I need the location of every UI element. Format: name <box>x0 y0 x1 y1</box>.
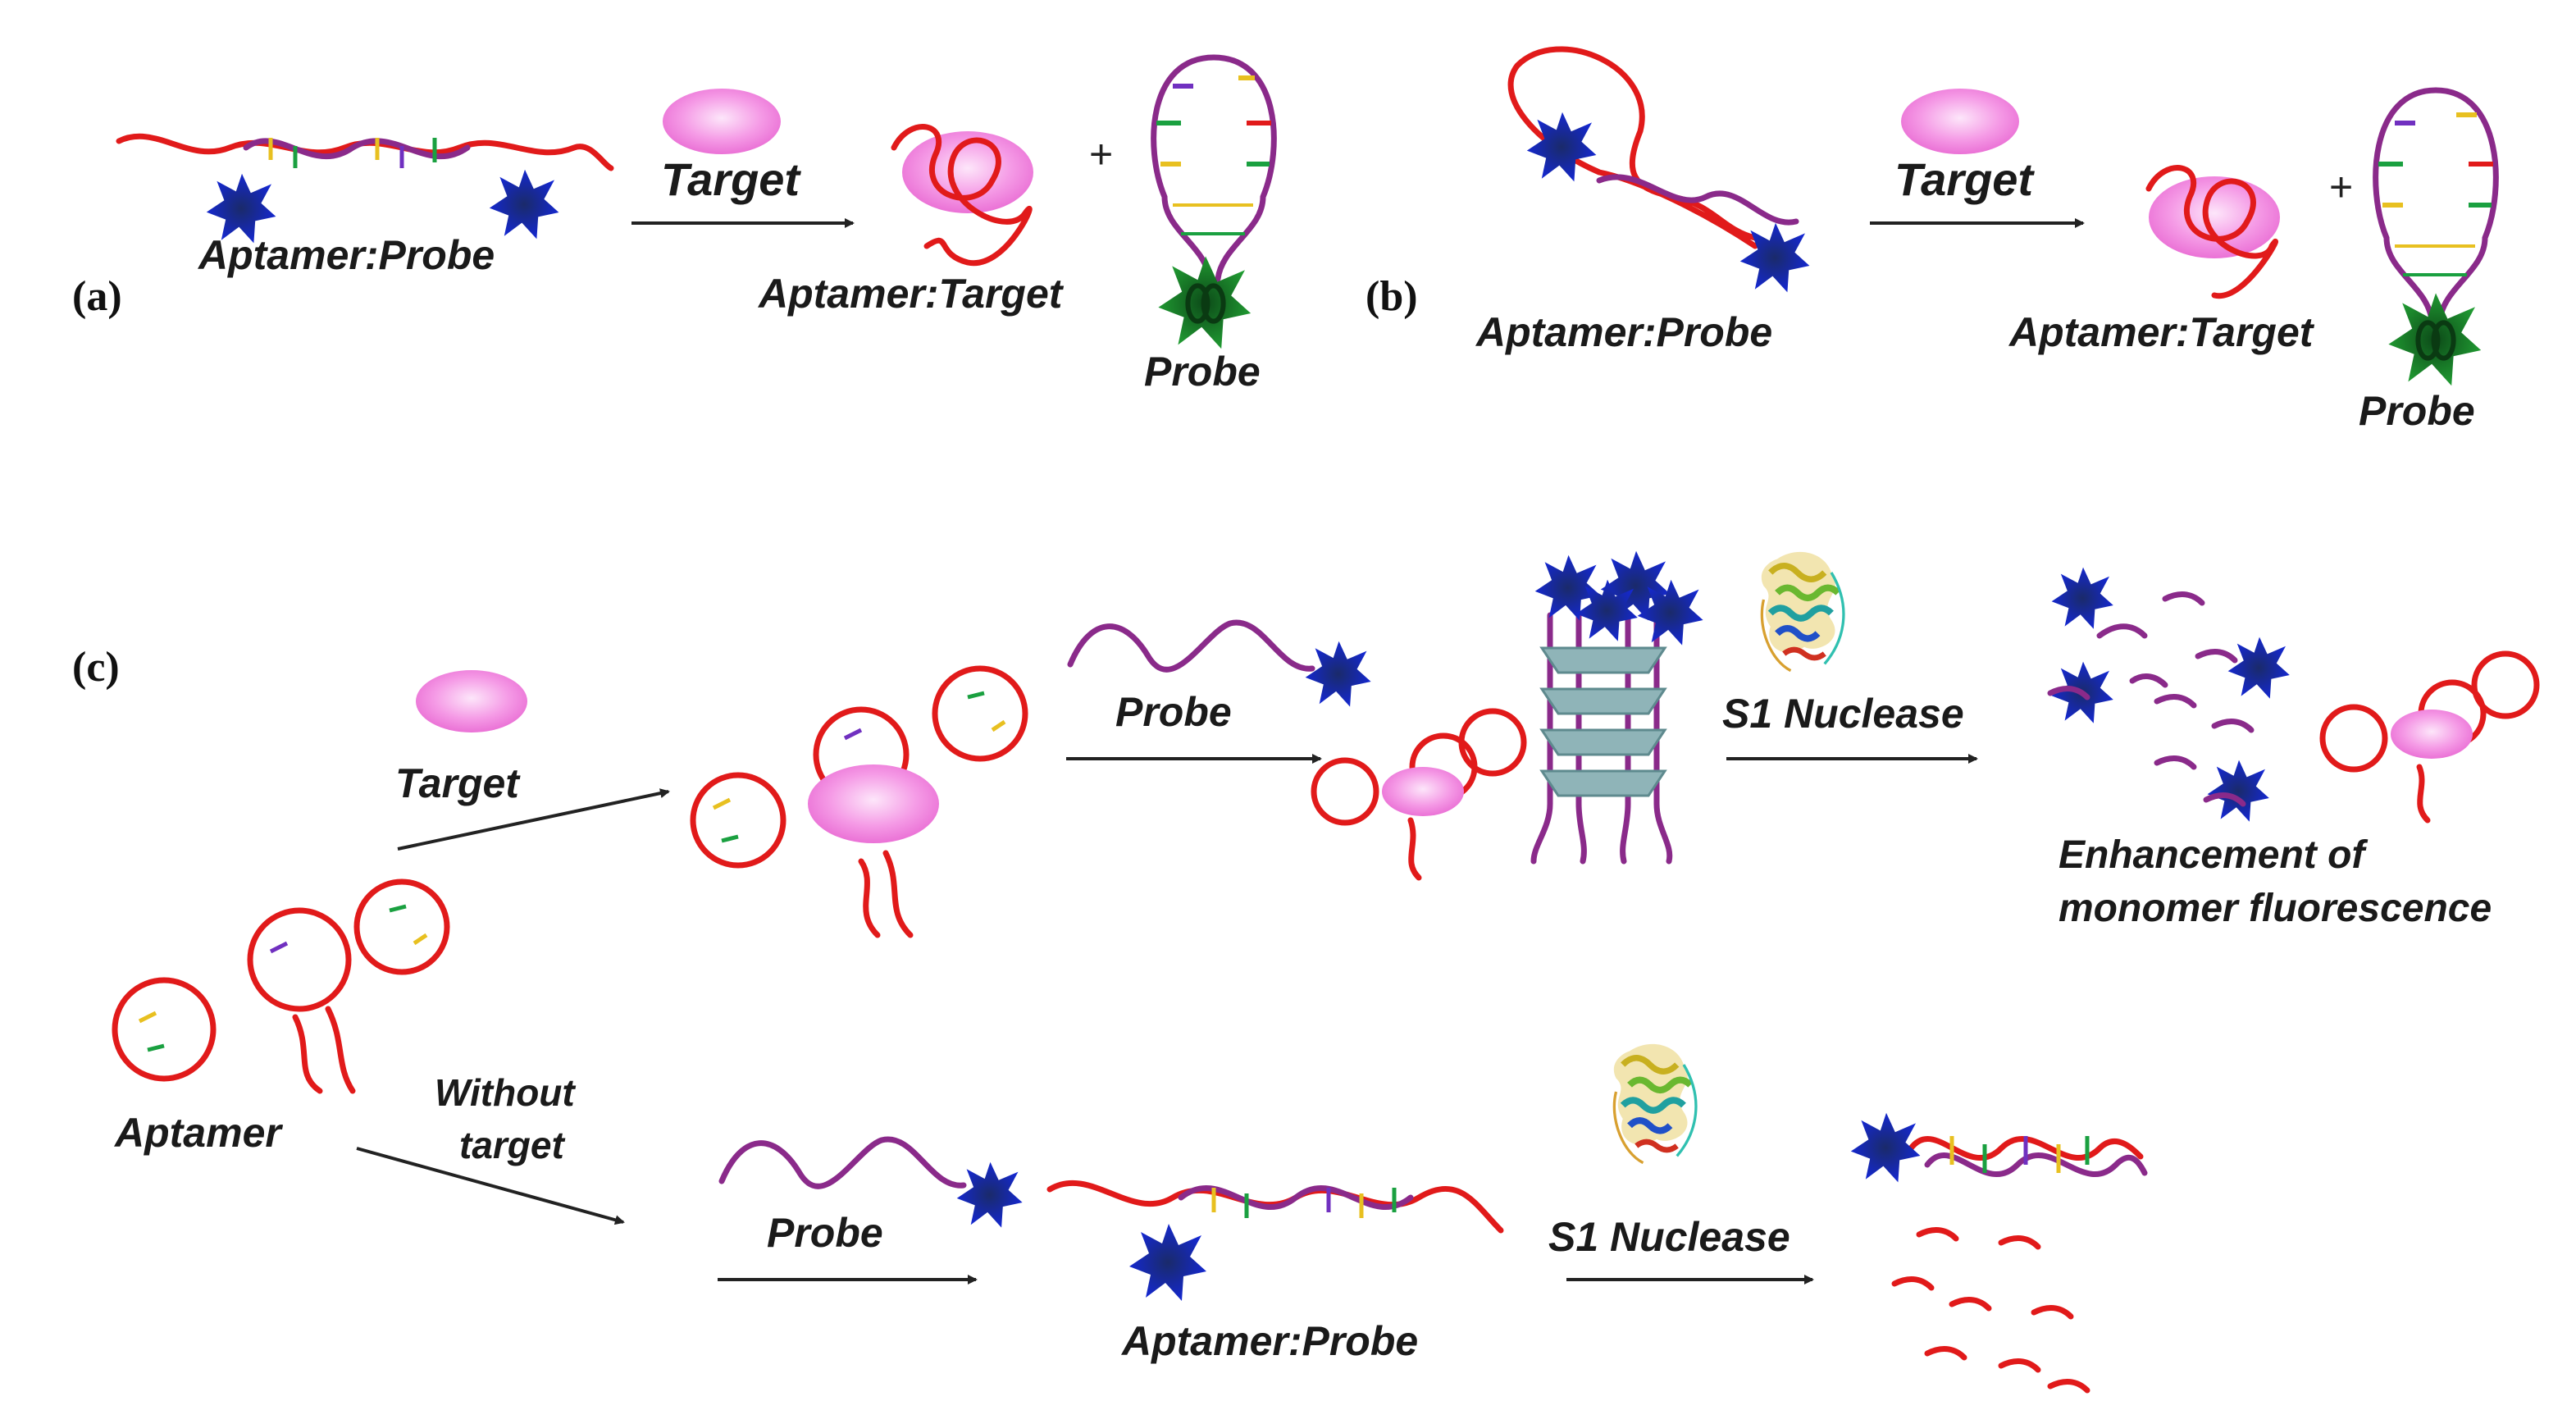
aptamer-target-label: Aptamer:Target <box>757 271 1065 317</box>
blue-star-fluorophore <box>1850 1112 1921 1183</box>
aptamer-probe-label: Aptamer:Probe <box>1120 1318 1418 1364</box>
target-ellipse <box>808 764 939 843</box>
quenched-duplex-and-fragments <box>1850 1112 2148 1394</box>
panel-a-label: (a) <box>72 273 122 320</box>
blue-star-fluorophore <box>2207 760 2269 822</box>
small-aptamer-target-complex <box>1311 708 1527 881</box>
blue-star-fluorophore <box>2051 567 2113 629</box>
without-target-label-line1: Without <box>435 1071 576 1114</box>
target-ellipse <box>1901 89 2019 154</box>
probe-hairpin-a <box>1151 54 1277 349</box>
plus-sign: + <box>1089 131 1113 177</box>
aptamer-target-complex-final <box>2319 650 2540 824</box>
s1-nuclease-protein <box>1614 1044 1696 1163</box>
aptamer-label: Aptamer <box>113 1110 283 1156</box>
digested-fragments-fluorescent <box>2047 567 2290 822</box>
s1-nuclease-protein <box>1762 552 1844 671</box>
aptamer-probe-duplex-a <box>116 133 614 244</box>
free-aptamer <box>112 878 450 1094</box>
without-target-label-line2: target <box>459 1124 565 1166</box>
blue-star-fluorophore <box>956 1161 1023 1228</box>
target-label: Target <box>1894 153 2035 205</box>
panel-c-label: (c) <box>72 644 120 691</box>
green-star-fluorophore <box>2388 293 2481 386</box>
probe-strand-c-bottom <box>718 1136 1023 1228</box>
aptamer-probe-label: Aptamer:Probe <box>197 232 495 278</box>
enhancement-label-line2: monomer fluorescence <box>2059 887 2492 930</box>
aptamer-target-complex-c <box>690 665 1028 938</box>
g-quadruplex <box>1530 550 1703 865</box>
aptamer-target-complex-b <box>2145 165 2280 299</box>
target-label: Target <box>661 153 801 205</box>
target-ellipse <box>2391 710 2473 759</box>
aptamer-probe-loop-b <box>1507 46 1810 293</box>
aptamer-target-label: Aptamer:Target <box>2008 309 2315 355</box>
probe-strand-c-top <box>1067 619 1371 707</box>
blue-star-fluorophore <box>489 169 559 240</box>
green-star-fluorophore <box>1158 256 1251 349</box>
arrow <box>397 788 670 851</box>
probe-label: Probe <box>2359 388 2475 434</box>
blue-star-fluorophore <box>1739 222 1810 293</box>
arrow <box>356 1147 625 1225</box>
target-ellipse <box>663 89 781 154</box>
target-label: Target <box>395 760 521 806</box>
plus-sign: + <box>2329 164 2353 210</box>
enhancement-label-line1: Enhancement of <box>2059 833 2368 877</box>
target-ellipse <box>1382 767 1464 816</box>
blue-star-fluorophore <box>2227 637 2290 699</box>
probe-label: Probe <box>767 1210 883 1256</box>
target-ellipse <box>2149 176 2280 258</box>
blue-star-fluorophore <box>1305 641 1371 707</box>
aptamer-probe-label: Aptamer:Probe <box>1475 309 1772 355</box>
panel-c: (c) Target Probe <box>72 550 2540 1394</box>
panel-a: (a) Aptamer:Probe Target Aptamer:Target … <box>72 54 1277 395</box>
s1-nuclease-label: S1 Nuclease <box>1722 691 1964 737</box>
blue-star-fluorophore <box>1129 1224 1206 1301</box>
aptamer-probe-duplex-c <box>1046 1180 1504 1301</box>
probe-hairpin-b <box>2373 87 2499 386</box>
probe-label: Probe <box>1115 689 1232 735</box>
blue-star-fluorophore <box>1526 112 1597 182</box>
probe-label: Probe <box>1144 349 1261 395</box>
panel-b: (b) Aptamer:Probe Target Aptamer:Target … <box>1366 46 2499 434</box>
s1-nuclease-label: S1 Nuclease <box>1548 1214 1790 1260</box>
aptamer-target-complex-a <box>891 124 1033 267</box>
panel-b-label: (b) <box>1366 273 1418 320</box>
target-ellipse <box>416 670 527 732</box>
